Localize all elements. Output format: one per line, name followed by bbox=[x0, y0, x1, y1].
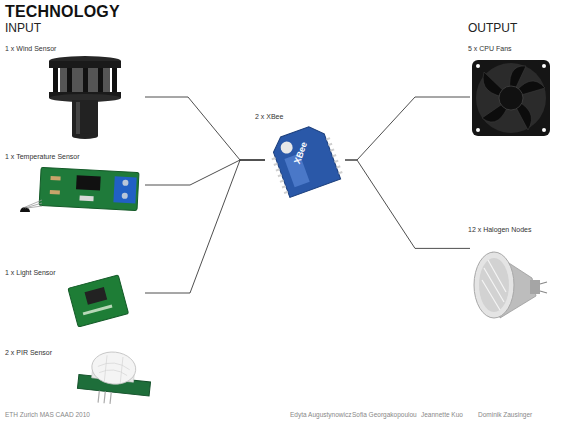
connector-line bbox=[345, 160, 470, 248]
fan-hub bbox=[499, 86, 523, 110]
sensor-cap bbox=[49, 61, 121, 68]
sensor-slat bbox=[98, 68, 103, 93]
connector-line bbox=[345, 97, 470, 160]
header-pin bbox=[98, 391, 111, 404]
sensor-stem bbox=[72, 100, 98, 136]
section-heading: OUTPUT bbox=[468, 22, 517, 34]
circuit-board bbox=[39, 167, 139, 210]
sensor-slat bbox=[67, 68, 72, 93]
footer-credit: Sofia Georgakopoulou bbox=[352, 412, 417, 419]
diagram-title: TECHNOLOGY bbox=[5, 3, 120, 21]
footer-credit: Dominik Zausinger bbox=[478, 412, 532, 419]
connector-line bbox=[145, 160, 265, 293]
ic-chip bbox=[76, 175, 101, 190]
sensor-slat bbox=[53, 68, 58, 93]
cpu-fan-image bbox=[472, 60, 550, 136]
light-sensor-image bbox=[68, 275, 129, 327]
transistor-leg bbox=[23, 200, 42, 208]
component-box: 12 x Halogen Nodes bbox=[470, 242, 548, 322]
resistor bbox=[50, 176, 60, 181]
light-cell bbox=[85, 287, 108, 305]
component-label: 1 x Light Sensor bbox=[5, 268, 56, 277]
component-box: 1 x Temperature Sensor bbox=[38, 165, 145, 205]
component-label: 12 x Halogen Nodes bbox=[468, 225, 531, 234]
lamp-face bbox=[474, 252, 514, 318]
lamp-glass bbox=[479, 258, 509, 312]
xbee-pin bbox=[272, 138, 343, 193]
component-box: 2 x XBee bbox=[265, 128, 345, 192]
mount-hole bbox=[542, 64, 546, 68]
fresnel-lines bbox=[96, 354, 131, 383]
fresnel-dome bbox=[90, 350, 137, 386]
sensor-slat bbox=[112, 68, 117, 93]
component-box: 2 x PIR Sensor bbox=[70, 358, 155, 406]
section-heading: INPUT bbox=[5, 22, 41, 34]
stem-highlight bbox=[76, 102, 80, 134]
resistor bbox=[50, 190, 60, 195]
lamp-facets bbox=[482, 260, 506, 310]
component-box: 1 x Light Sensor bbox=[65, 273, 145, 313]
fan-blade bbox=[482, 66, 545, 130]
component-label: 5 x CPU Fans bbox=[468, 44, 512, 53]
component-box: 5 x CPU Fans bbox=[470, 58, 552, 136]
temperature-sensor-image bbox=[20, 167, 139, 212]
circuit-board bbox=[68, 275, 129, 327]
sensor-stem bbox=[72, 133, 98, 139]
pir-sensor-image bbox=[76, 349, 153, 408]
wind-sensor-image bbox=[49, 56, 121, 139]
xbee-image bbox=[266, 121, 345, 199]
terminal-screw bbox=[122, 180, 128, 186]
sensor-core bbox=[60, 66, 110, 94]
footer-credit: ETH Zurich MAS CAAD 2010 bbox=[5, 412, 90, 419]
terminal-screw bbox=[122, 193, 128, 199]
component-box: 1 x Wind Sensor bbox=[40, 57, 145, 137]
terminal-block bbox=[113, 176, 136, 203]
fan-frame bbox=[472, 60, 550, 136]
component-label: 2 x XBee bbox=[255, 112, 283, 121]
xbee-board bbox=[269, 123, 340, 198]
connector-line bbox=[145, 160, 265, 185]
component bbox=[79, 195, 93, 201]
component-label: 1 x Temperature Sensor bbox=[5, 152, 80, 161]
halogen-lamp-image bbox=[474, 252, 547, 318]
component-label: 2 x PIR Sensor bbox=[5, 348, 52, 357]
xbee-antenna bbox=[279, 140, 294, 155]
board-print bbox=[83, 305, 113, 316]
sensor-slat bbox=[83, 68, 88, 93]
mount-hole bbox=[476, 64, 480, 68]
footer-credit: Jeannette Kuo bbox=[421, 412, 463, 419]
lamp-base bbox=[530, 280, 540, 294]
mount-hole bbox=[476, 128, 480, 132]
footer-credit: Edyta Augustynowicz bbox=[290, 412, 351, 419]
connector-line bbox=[145, 97, 265, 160]
mount-hole bbox=[542, 128, 546, 132]
fan-opening bbox=[476, 63, 546, 133]
component-label: 1 x Wind Sensor bbox=[5, 44, 56, 53]
lamp-pin bbox=[540, 282, 547, 293]
